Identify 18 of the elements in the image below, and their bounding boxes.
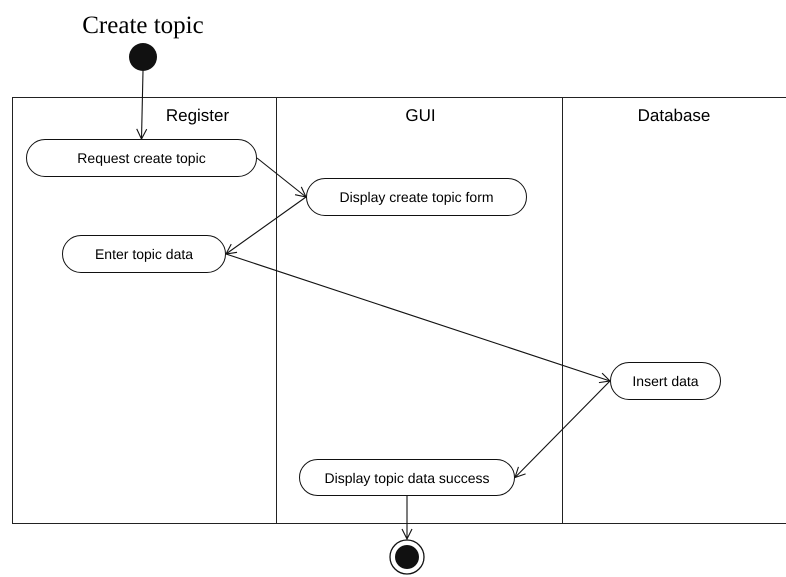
lane-heading: Database xyxy=(638,106,710,126)
action-node: Request create topic xyxy=(26,139,257,177)
arrow xyxy=(401,496,413,540)
swimlane xyxy=(562,97,786,524)
arrow xyxy=(226,253,611,384)
arrow xyxy=(256,158,307,198)
action-node: Insert data xyxy=(610,362,721,400)
action-node: Enter topic data xyxy=(62,235,226,273)
arrow xyxy=(225,196,306,255)
arrow xyxy=(514,380,610,478)
lane-heading: GUI xyxy=(405,106,436,126)
arrow xyxy=(136,70,148,140)
action-node: Display create topic form xyxy=(306,178,527,216)
lane-heading: Register xyxy=(166,106,230,126)
action-node: Display topic data success xyxy=(299,459,515,496)
swimlane xyxy=(12,97,277,524)
swimlane xyxy=(276,97,563,524)
diagram-title: Create topic xyxy=(81,12,205,40)
